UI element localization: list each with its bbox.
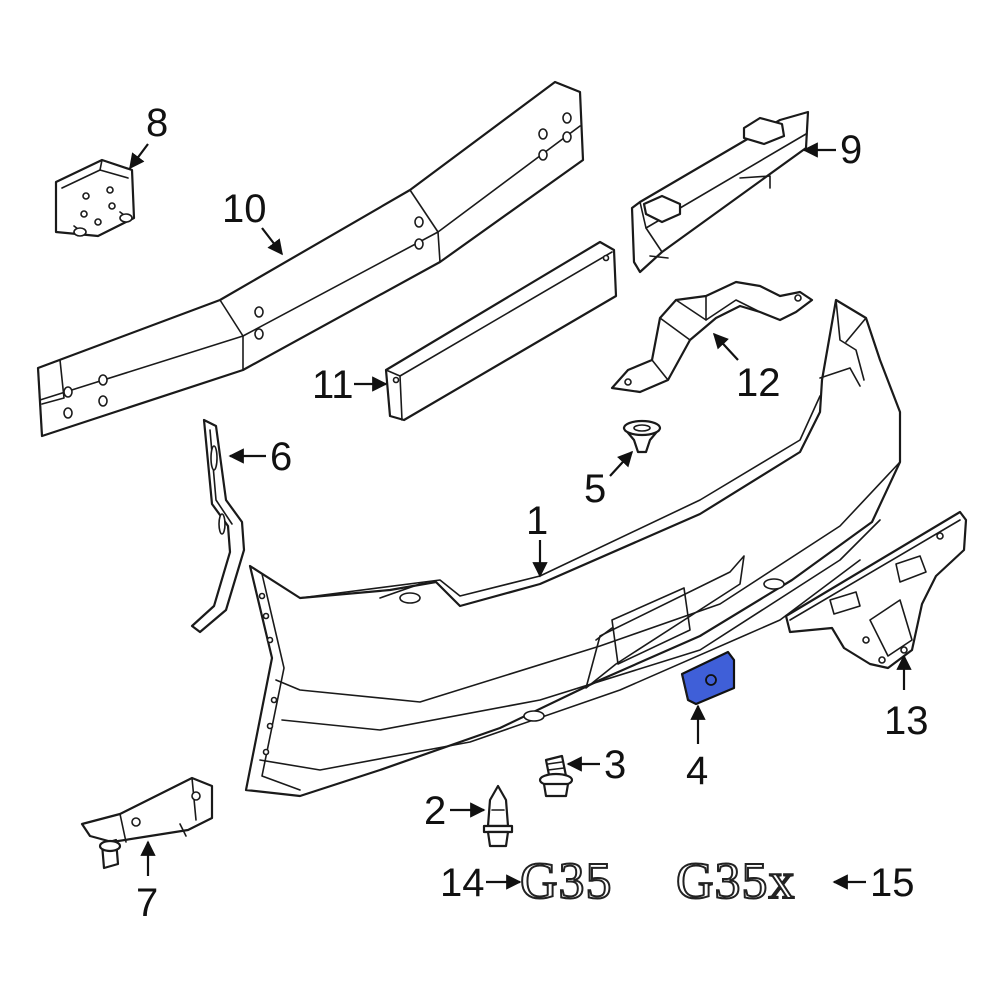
side-seal-part[interactable]: [190, 418, 246, 634]
absorber-strip-part[interactable]: [384, 240, 618, 422]
callout-11: 11: [312, 363, 354, 407]
center-bracket-part[interactable]: [610, 280, 814, 394]
callout-2: 2: [424, 789, 446, 833]
leader-lines: [129, 142, 912, 890]
callout-10: 10: [222, 187, 267, 231]
callout-13: 13: [884, 699, 929, 743]
callout-5: 5: [584, 467, 606, 511]
push-clip-part[interactable]: [482, 784, 514, 848]
lower-bracket-part[interactable]: [80, 776, 214, 870]
callout-14: 14: [440, 861, 485, 905]
callout-3: 3: [604, 743, 626, 787]
grommet-part[interactable]: [622, 419, 662, 454]
highlighted-bracket-part[interactable]: [680, 650, 736, 706]
reinforcement-beam-part[interactable]: [36, 80, 585, 438]
screw-part[interactable]: [538, 754, 574, 798]
side-bracket-part[interactable]: [784, 510, 968, 670]
g35-emblem[interactable]: G35: [519, 852, 613, 911]
energy-absorber-part[interactable]: [630, 110, 810, 274]
callout-1: 1: [526, 499, 548, 543]
callout-9: 9: [840, 128, 862, 172]
callout-15: 15: [870, 861, 915, 905]
callout-12: 12: [736, 361, 781, 405]
bracket-plate-part[interactable]: [54, 158, 136, 238]
callout-4: 4: [686, 749, 708, 793]
callout-6: 6: [270, 435, 292, 479]
callout-8: 8: [146, 101, 168, 145]
callout-7: 7: [136, 881, 158, 925]
g35x-emblem[interactable]: G35x: [675, 852, 796, 911]
